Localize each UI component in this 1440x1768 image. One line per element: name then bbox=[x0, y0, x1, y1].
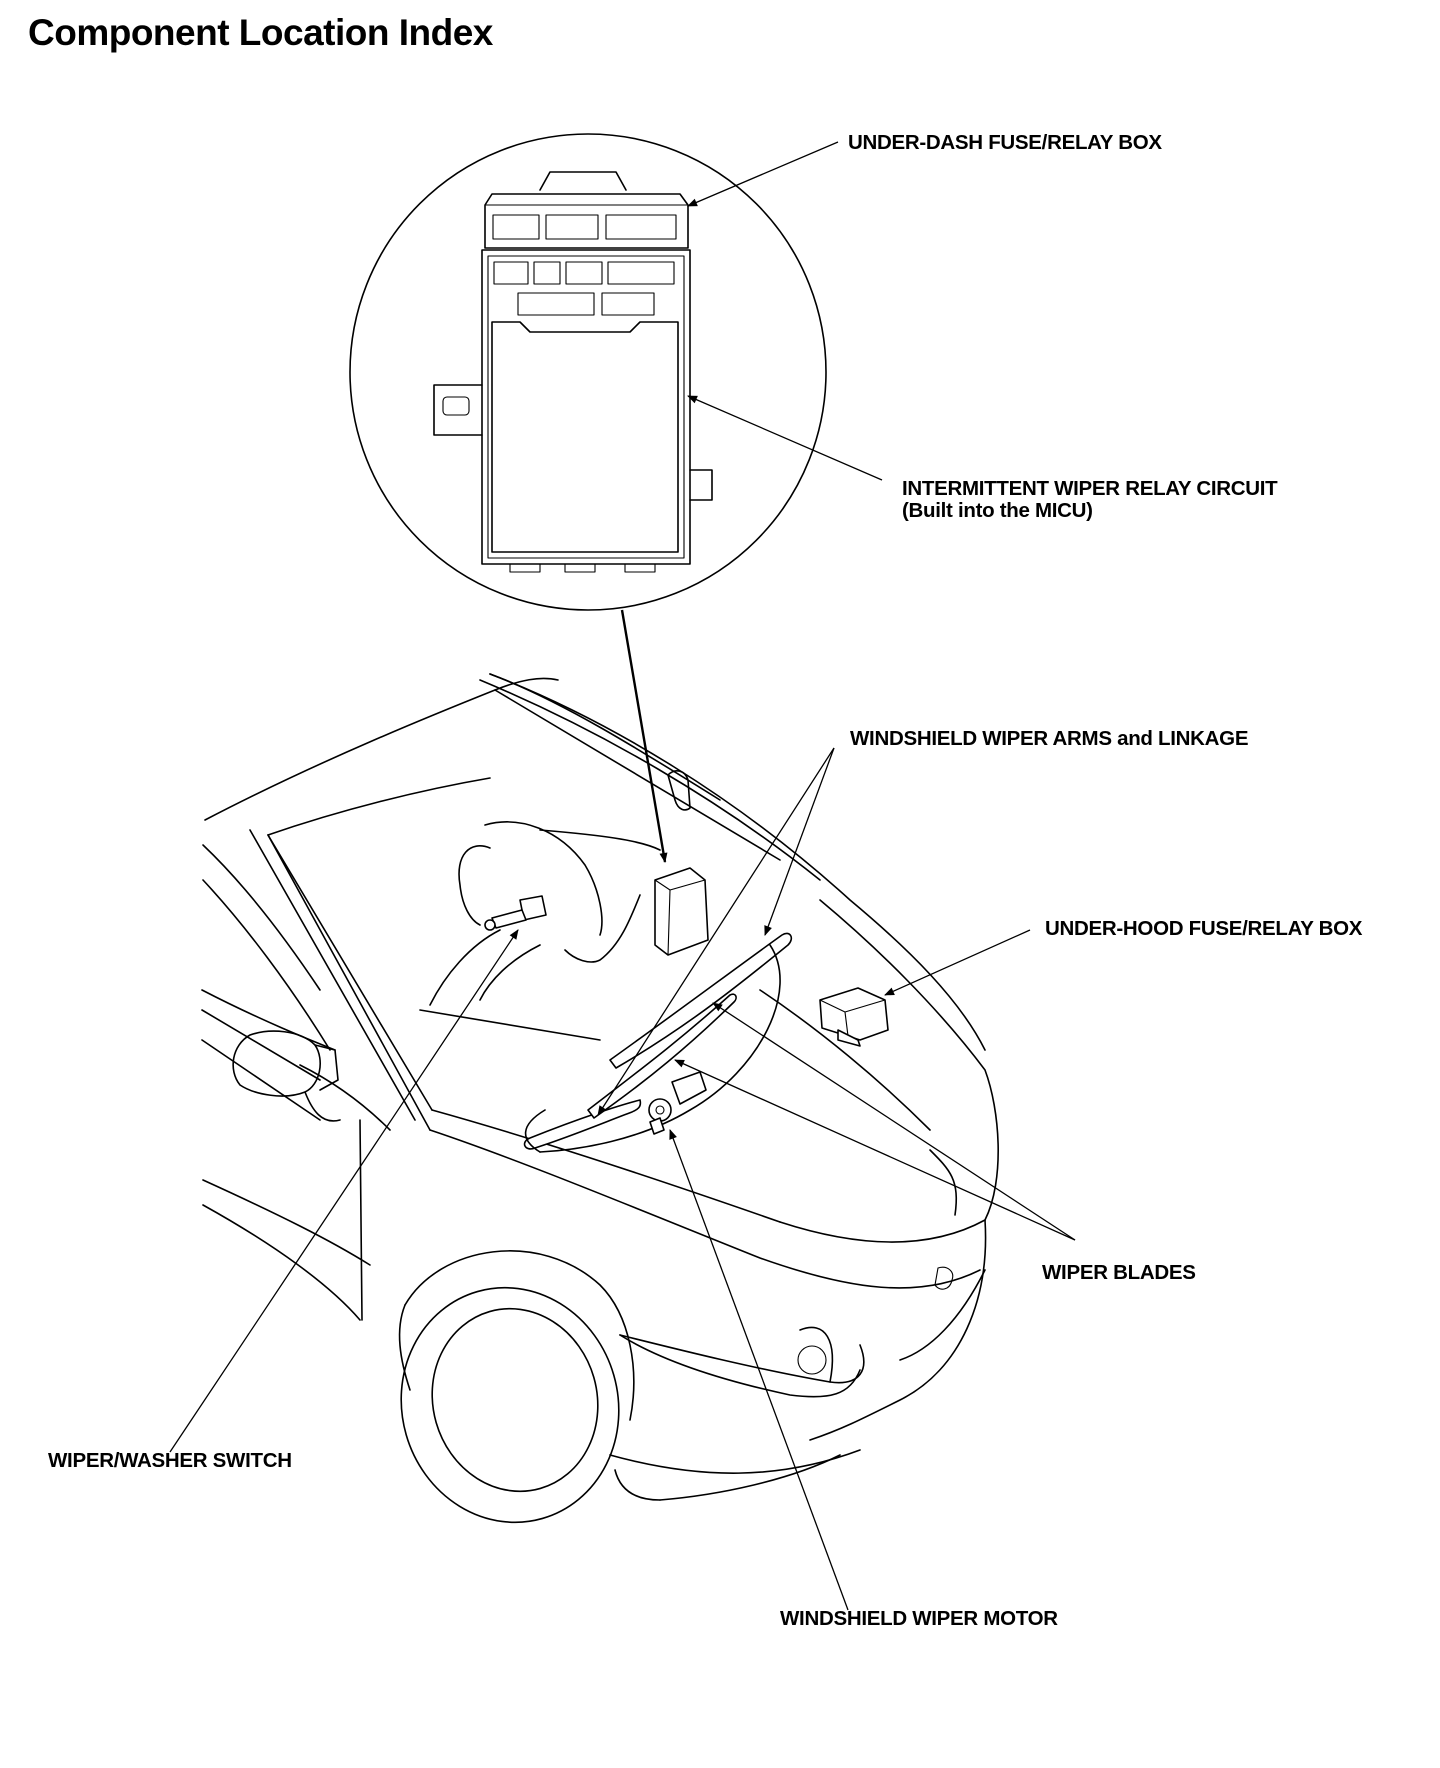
leader-inset-to-car bbox=[620, 609, 668, 863]
leader-under-hood-fuse-relay-box bbox=[884, 929, 1031, 996]
callout-intermittent-wiper-relay-circuit-title: INTERMITTENT WIPER RELAY CIRCUIT bbox=[902, 477, 1278, 500]
callout-windshield-wiper-motor: WINDSHIELD WIPER MOTOR bbox=[780, 1607, 1058, 1630]
leader-intermittent-wiper-relay-circuit bbox=[687, 395, 883, 481]
leader-wiper-arms-linkage-2 bbox=[597, 747, 835, 1116]
callout-wiper-blades: WIPER BLADES bbox=[1042, 1261, 1196, 1284]
under-dash-fuse-relay-box-detail bbox=[433, 171, 713, 573]
callout-windshield-wiper-arms-and-linkage: WINDSHIELD WIPER ARMS and LINKAGE bbox=[850, 727, 1249, 750]
detail-inset-circle bbox=[349, 133, 827, 611]
leader-wiper-washer-switch bbox=[169, 929, 519, 1453]
wiper-blades-part bbox=[523, 932, 793, 1150]
leader-windshield-wiper-motor bbox=[669, 1129, 849, 1611]
callout-under-hood-fuse-relay-box: UNDER-HOOD FUSE/RELAY BOX bbox=[1045, 917, 1363, 940]
callout-intermittent-wiper-relay-circuit-note: (Built into the MICU) bbox=[902, 499, 1093, 522]
leader-wiper-arms-linkage-1 bbox=[764, 747, 835, 936]
leader-wiper-blades-2 bbox=[674, 1059, 1076, 1241]
leader-lines bbox=[169, 141, 1076, 1611]
callout-intermittent-wiper-relay-circuit: INTERMITTENT WIPER RELAY CIRCUIT (Built … bbox=[902, 477, 1278, 522]
page-title: Component Location Index bbox=[28, 12, 493, 53]
leader-wiper-blades-1 bbox=[712, 1002, 1076, 1241]
under-dash-fuse-relay-box-part bbox=[654, 867, 709, 956]
wiper-washer-switch-part bbox=[484, 895, 547, 931]
windshield-wiper-motor-part bbox=[648, 1071, 707, 1135]
detail-inset bbox=[349, 133, 827, 611]
leader-under-dash-fuse-relay-box bbox=[687, 141, 839, 207]
callout-wiper-washer-switch: WIPER/WASHER SWITCH bbox=[48, 1449, 292, 1472]
callout-under-dash-fuse-relay-box: UNDER-DASH FUSE/RELAY BOX bbox=[848, 131, 1162, 154]
under-hood-fuse-relay-box-part bbox=[819, 987, 889, 1047]
car-illustration bbox=[201, 673, 999, 1524]
